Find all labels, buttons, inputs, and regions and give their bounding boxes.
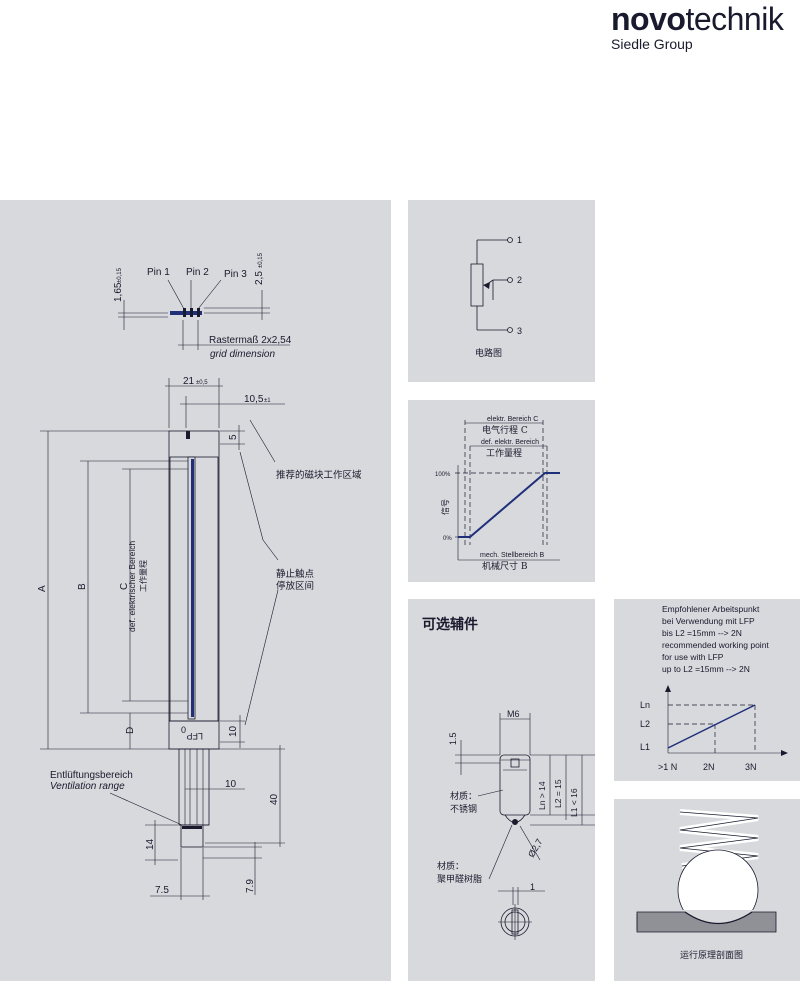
zero-label: 0 [181,725,186,735]
brand-light: technik [685,1,784,37]
lfp-label: LFP [186,731,203,741]
wp-x1: >1 N [658,762,677,772]
zh-rest-2: 停放区间 [276,580,314,592]
wp-line6: up to L2 =15mm --> 2N [662,664,750,674]
wp-line4: recommended working point [662,640,769,650]
main-dimensions: 21 ±0,5 10,5 ±1 5 推荐的磁块工作区域 A B C def. e… [37,376,362,900]
vent-de: Entlüftungsbereich [50,770,133,781]
pin2-label: Pin 2 [186,267,209,278]
accessories-title: 可选辅件 [422,617,478,633]
label-c: C [119,583,130,590]
wp-x3: 3N [745,762,757,772]
wp-y-ln: Ln [640,700,650,710]
tol-25: ±0,15 [258,252,264,268]
y0: 0% [443,536,452,542]
wp-line3: bis L2 =15mm --> 2N [662,628,742,638]
mech-bereich: mech. Stellbereich B [480,552,545,559]
rastermass: Rastermaß 2x2,54 [209,335,292,346]
wp-line2: bei Verwendung mit LFP [662,616,755,626]
circuit-p1: 1 [517,235,522,245]
circuit-panel [408,200,595,382]
zh-magnet-zone: 推荐的磁块工作区域 [276,469,362,481]
accessory-drawing: M6 1.5 Ln > 14 L2 = 15 L1 < 16 Ø2,7 材质： … [437,709,595,940]
zh-work: 工作量程 [486,447,522,459]
tol-165: ±0,15 [117,267,123,283]
wp-line5: for use with LFP [662,652,724,662]
label-b: B [77,583,88,590]
dim-25: 2,5 [254,271,265,285]
material1-b: 不锈钢 [450,803,477,815]
signal-ylabel: 信号 [440,499,450,515]
dim-165: 1,65 [113,282,124,302]
signal-chart-panel [408,400,595,582]
spring-caption: 运行原理剖面图 [680,949,743,961]
pin1-label: Pin 1 [147,267,170,278]
y100: 100% [435,472,451,478]
dim-1: 1 [530,882,535,892]
pin3-label: Pin 3 [224,269,247,280]
wp-x2: 2N [703,762,715,772]
zh-electric: 电气行程 C [482,424,528,436]
dia-label: Ø2,7 [526,837,544,859]
label-a: A [37,585,48,592]
dim-75: 7.5 [155,885,169,896]
circuit-caption: 电路图 [475,347,502,359]
dim-10-right: 10 [228,725,239,737]
l2-dim: L2 = 15 [553,779,563,808]
pin-detail: Pin 1 Pin 2 Pin 3 1,65 ±0,15 2,5 ±0,15 R… [113,252,292,360]
l1-dim: L1 < 16 [569,788,579,817]
wp-y-l2: L2 [640,719,650,729]
brand-group: Siedle Group [611,36,693,52]
elektr-bereich: elektr. Bereich C [487,416,538,423]
zh-mech: 机械尺寸 B [482,560,528,572]
dim-105: 10,5 [244,394,264,405]
dim-10-vent: 10 [225,779,237,790]
label-d: D [125,727,136,734]
tol-21: ±0,5 [196,380,208,386]
tol-105: ±1 [264,398,271,404]
novotechnik-logo: novotechnik Siedle Group [611,1,784,52]
working-point-panel [614,599,800,781]
dim-5: 5 [228,434,239,440]
circuit-p2: 2 [517,275,522,285]
spring-diagram: 运行原理剖面图 [636,809,777,961]
def-elektr-bereich: def. elektr. Bereich [481,439,539,446]
dim-79: 7.9 [245,879,256,893]
brand-bold: novo [611,1,686,37]
material1-a: 材质： [450,790,477,802]
circuit-diagram: 1 2 3 电路图 [470,235,522,359]
working-point-chart: Empfohlener Arbeitspunkt bei Verwendung … [640,604,788,772]
material2-a: 材质： [437,860,464,872]
zh-work-range: 工作量程 [138,560,148,592]
dim-21: 21 [183,376,195,387]
wp-y-l1: L1 [640,742,650,752]
dim-15: 1.5 [448,732,458,745]
grid-dimension: grid dimension [210,349,275,360]
dim-14: 14 [145,838,156,850]
m6-label: M6 [507,709,520,719]
sensor-body: 0 LFP [168,430,220,848]
wp-line1: Empfohlener Arbeitspunkt [662,604,760,614]
def-elektr-label: def. elektrischer Bereich [127,541,137,632]
signal-chart: elektr. Bereich C 电气行程 C def. elektr. Be… [435,416,560,572]
main-drawing-panel [0,200,391,981]
material2-b: 聚甲醛树脂 [437,873,482,885]
vent-en: Ventilation range [50,781,125,792]
circuit-p3: 3 [517,326,522,336]
ln-dim: Ln > 14 [537,781,547,810]
dim-40: 40 [269,793,280,805]
zh-rest-1: 静止触点 [276,568,315,580]
